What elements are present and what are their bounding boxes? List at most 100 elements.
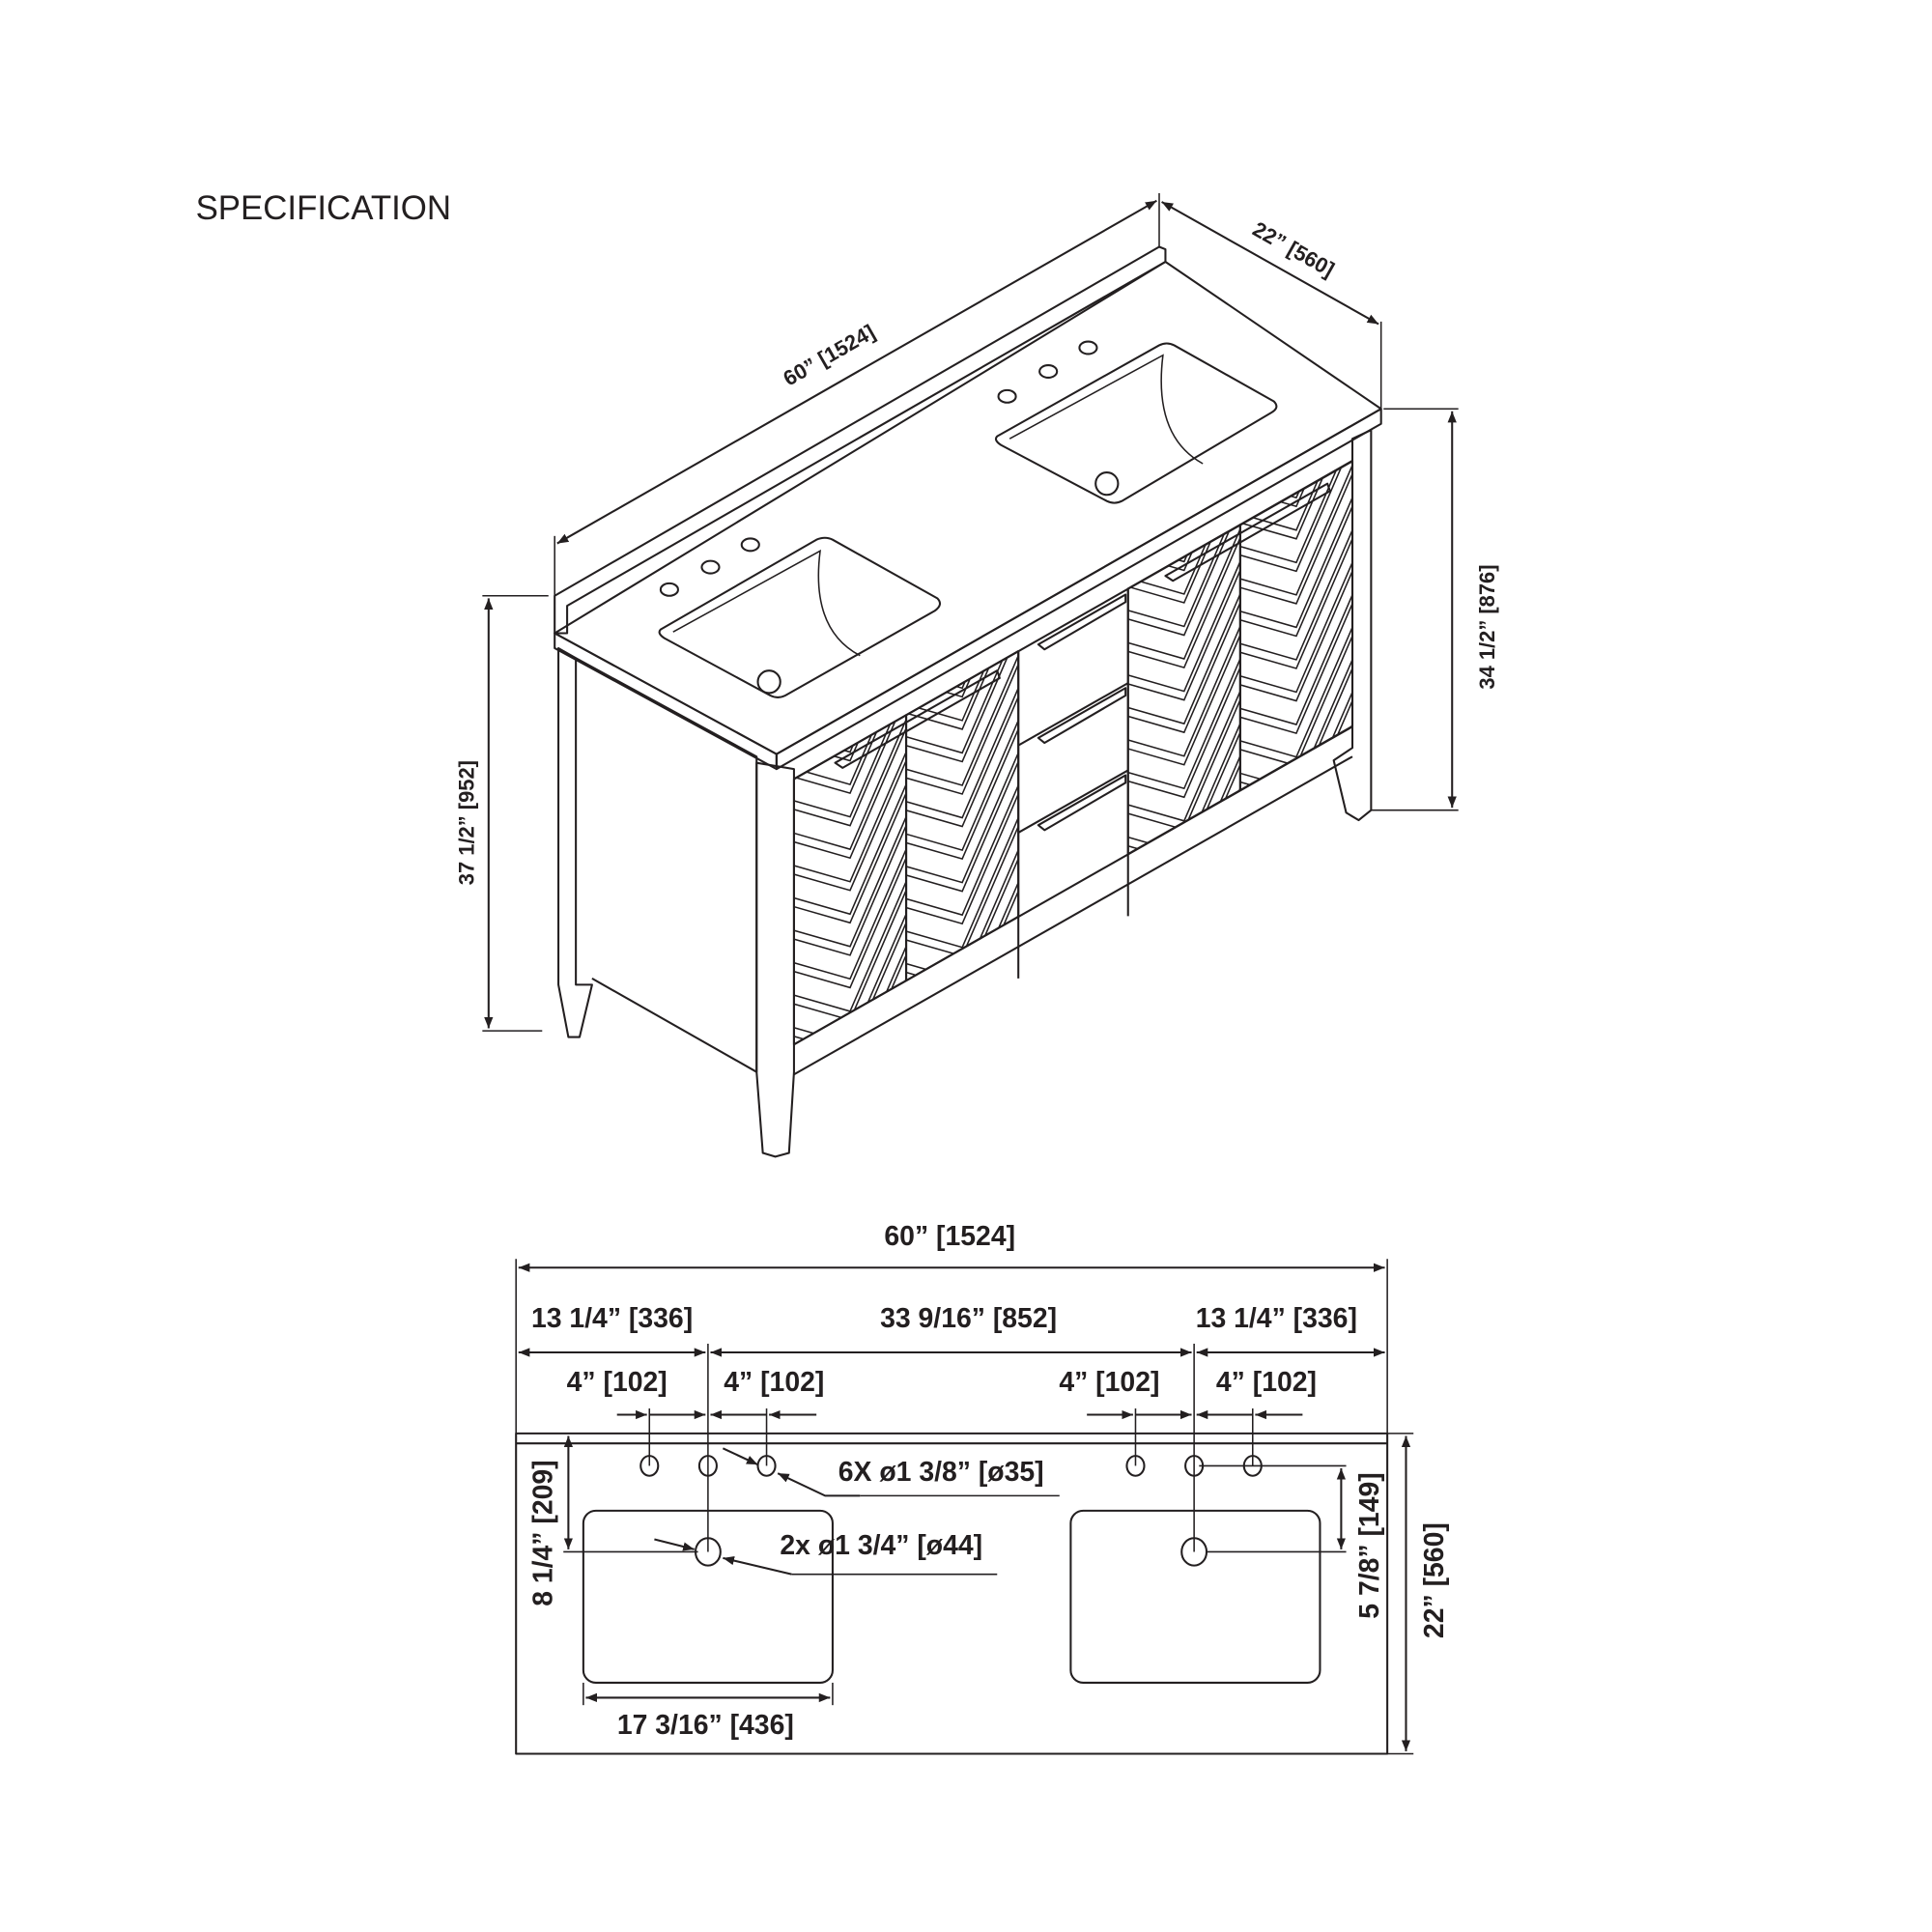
chevron-stripe: [793, 973, 907, 1045]
chevron-stripe: [793, 715, 907, 818]
chevron-stripe: [793, 715, 907, 729]
chevron-stripe: [1239, 460, 1352, 564]
chevron-stripe: [793, 715, 907, 827]
faucet-to-drain-label: 5 7/8” [149]: [1354, 1472, 1385, 1618]
chevron-stripe: [1127, 847, 1240, 855]
faucet-spacing-label: 4” [102]: [1216, 1367, 1317, 1398]
chevron-stripe: [1127, 525, 1240, 539]
drain-depth-label: 8 1/4” [209]: [528, 1460, 559, 1605]
chevron-stripe: [1127, 643, 1240, 790]
chevron-stripe: [906, 651, 1019, 754]
chevron-stripe: [793, 1005, 907, 1045]
right-sink-basin: [1009, 354, 1204, 465]
chevron-stripe: [793, 715, 907, 721]
chevron-doors: [787, 289, 1358, 1214]
chevron-stripe: [793, 834, 907, 980]
chevron-stripe: [906, 651, 1019, 690]
chevron-stripe: [906, 651, 1019, 763]
drain-holes-label: 2x ø1 3/4” [ø44]: [780, 1530, 982, 1561]
side-panel: [575, 657, 758, 1073]
right-drain-icon: [1094, 471, 1120, 497]
chevron-stripe: [1234, 816, 1358, 960]
chevron-stripe: [1127, 547, 1240, 693]
chevron-stripe: [1239, 482, 1352, 629]
chevron-stripe: [1122, 880, 1246, 1024]
leader-line: [777, 1472, 861, 1497]
chevron-stripe: [1239, 677, 1352, 790]
chevron-stripe: [1127, 781, 1240, 855]
chevron-stripe: [906, 867, 1019, 981]
chevron-stripe: [793, 1037, 907, 1045]
countertop-front-edge: [775, 408, 1382, 771]
width-label: 60” [1524]: [780, 320, 879, 391]
chevron-stripe: [906, 651, 1019, 698]
chevron-stripe: [1239, 460, 1352, 467]
chevron-stripe: [793, 715, 907, 795]
faucet-spacing-label: 4” [102]: [1059, 1367, 1159, 1398]
left-sink-basin: [672, 549, 861, 657]
front-left-leg: [755, 761, 795, 1158]
chevron-stripe: [1239, 491, 1352, 638]
chevron-stripe: [793, 931, 907, 1045]
chevron-stripe: [1127, 814, 1240, 855]
countertop-plan-view: 60” [1524] 13 1/4” [336] 33 9/16” [852] …: [515, 1221, 1450, 1755]
chevron-stripe: [787, 1070, 912, 1214]
chevron-stripe: [793, 769, 907, 916]
chevron-stripe: [1127, 525, 1240, 669]
chevron-stripe: [1127, 525, 1240, 530]
chevron-stripe: [906, 705, 1019, 851]
leader-arrow: [722, 1447, 758, 1466]
chevron-stripe: [1239, 686, 1352, 790]
right-leg: [1332, 429, 1373, 822]
chevron-stripe: [906, 651, 1019, 795]
bottom-rail-lower: [793, 755, 1353, 1076]
chevron-stripe: [900, 998, 1025, 1142]
leader-arrow: [654, 1538, 695, 1551]
chevron-stripe: [793, 778, 907, 924]
chevron-stripe: [906, 651, 1019, 657]
page-title: SPECIFICATION: [196, 189, 451, 227]
chevron-stripe: [793, 842, 907, 989]
chevron-stripe: [1127, 525, 1240, 628]
door-handles: [834, 482, 1331, 769]
chevron-stripe: [1239, 751, 1352, 790]
chevron-stripe: [906, 964, 1019, 981]
chevron-stripe: [1127, 525, 1240, 604]
chevron-stripe: [793, 715, 907, 860]
drawer-handle: [1037, 687, 1127, 745]
chevron-stripe: [793, 940, 907, 1045]
chevron-stripe: [1127, 525, 1240, 637]
chevron-stripe: [906, 651, 1019, 730]
faucet-holes-label: 6X ø1 3/8” [ø35]: [838, 1457, 1044, 1488]
chevron-stripe: [1127, 587, 1240, 734]
left-sink-outline: [582, 1509, 834, 1684]
depth-dimension-line: [1161, 201, 1379, 326]
width-dimension-line: [556, 199, 1157, 545]
chevron-stripe: [900, 479, 1025, 623]
drawer-handle: [1037, 593, 1127, 651]
chevron-stripe: [906, 973, 1019, 981]
backsplash: [554, 245, 1167, 635]
chevron-stripe: [1127, 741, 1240, 855]
center-spacing-label: 33 9/16” [852]: [880, 1303, 1057, 1334]
chevron-stripe: [906, 672, 1019, 819]
chevron-stripe: [793, 1029, 907, 1045]
chevron-stripe: [900, 1007, 1025, 1151]
chevron-stripe: [1234, 289, 1358, 433]
drawers: [1017, 589, 1129, 979]
chevron-stripe: [787, 1062, 912, 1206]
chevron-stripe: [900, 488, 1025, 632]
chevron-stripe: [1239, 515, 1352, 661]
chevron-stripe: [1239, 460, 1352, 540]
chevron-stripe: [1122, 361, 1246, 505]
chevron-stripe: [1127, 750, 1240, 855]
depth-label: 22” [560]: [1249, 216, 1339, 281]
chevron-stripe: [793, 737, 907, 883]
faucet-spacing-label: 4” [102]: [724, 1367, 824, 1398]
chevron-stripe: [793, 746, 907, 892]
chevron-stripe: [1239, 556, 1352, 702]
chevron-stripe: [793, 802, 907, 948]
left-offset-label: 13 1/4” [336]: [531, 1303, 693, 1334]
left-drain-icon: [756, 669, 781, 695]
